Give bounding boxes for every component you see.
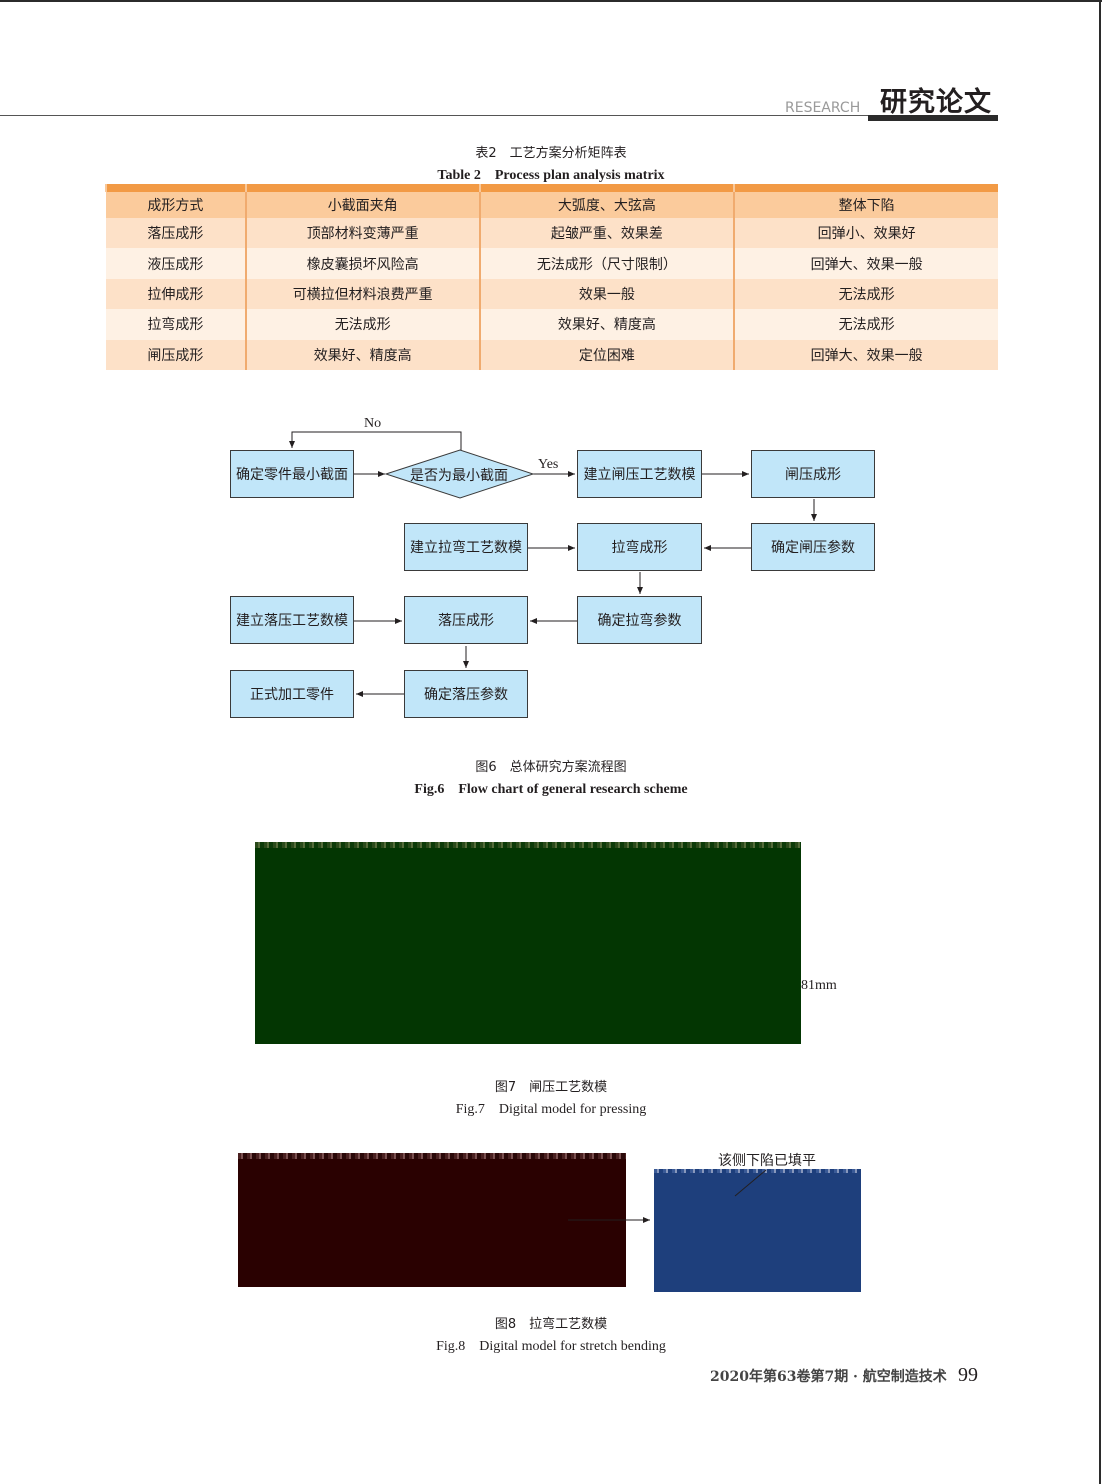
table-row: 闸压成形 效果好、精度高 定位困难 回弹大、效果一般 xyxy=(106,339,998,370)
fig7-caption-cn: 图7 闸压工艺数模 xyxy=(494,1080,608,1095)
section-label-en: RESEARCH xyxy=(785,100,861,116)
fig8-caption-cn: 图8 拉弯工艺数模 xyxy=(494,1317,608,1332)
flowchart-connectors xyxy=(289,431,817,697)
fig8-model-image-left xyxy=(238,1153,626,1287)
table-row: 落压成形 顶部材料变薄严重 起皱严重、效果差 回弹小、效果好 xyxy=(106,218,998,249)
table-cell: 效果一般 xyxy=(478,278,735,310)
table-caption-en: Table 2 Process plan analysis matrix xyxy=(437,168,665,183)
table-cell: 起皱严重、效果差 xyxy=(478,218,735,249)
flow-node-press-forming: 闸压成形 xyxy=(751,450,875,498)
flow-node-drop-forming: 落压成形 xyxy=(404,596,528,644)
table-cell: 无法成形（尺寸限制） xyxy=(478,248,735,279)
table-cell: 拉弯成形 xyxy=(106,309,246,340)
flow-node-stretch-forming: 拉弯成形 xyxy=(577,523,702,571)
column-header: 小截面夹角 xyxy=(244,192,480,218)
fig8-arrows xyxy=(568,1169,767,1223)
header-rule xyxy=(0,115,868,116)
table-cell: 无法成形 xyxy=(733,309,998,340)
column-header: 整体下陷 xyxy=(733,192,998,218)
table-row: 拉弯成形 无法成形 效果好、精度高 无法成形 xyxy=(106,309,998,340)
flow-node-stretch-params: 确定拉弯参数 xyxy=(577,596,702,644)
process-matrix-table: 成形方式 小截面夹角 大弧度、大弦高 整体下陷 落压成形 顶部材料变薄严重 起皱… xyxy=(105,184,998,370)
page-number: 99 xyxy=(958,1364,978,1386)
flow-node-press-params: 确定闸压参数 xyxy=(751,523,875,571)
table-cell: 效果好、精度高 xyxy=(244,339,480,370)
table-row: 拉伸成形 可横拉但材料浪费严重 效果一般 无法成形 xyxy=(106,278,998,310)
fig7-model-image xyxy=(255,842,801,1044)
table-cell: 可横拉但材料浪费严重 xyxy=(244,278,480,310)
table-cell: 回弹大、效果一般 xyxy=(733,248,998,279)
right-border xyxy=(1099,0,1101,1484)
fig6-caption-cn: 图6 总体研究方案流程图 xyxy=(475,760,627,775)
column-header: 成形方式 xyxy=(106,192,246,218)
table-cell: 定位困难 xyxy=(478,339,735,370)
table-cell: 无法成形 xyxy=(244,309,480,340)
header-bar xyxy=(868,115,998,121)
table-cell: 回弹大、效果一般 xyxy=(733,339,998,370)
fig8-annotation: 该侧下陷已填平 xyxy=(718,1154,816,1169)
table-cell: 液压成形 xyxy=(106,248,246,279)
table-cell: 无法成形 xyxy=(733,278,998,310)
flow-node-build-stretch-model: 建立拉弯工艺数模 xyxy=(404,523,528,571)
table-cell: 拉伸成形 xyxy=(106,278,246,310)
table-cell: 回弹小、效果好 xyxy=(733,218,998,249)
yes-label: Yes xyxy=(538,457,559,472)
table-cell: 橡皮囊损坏风险高 xyxy=(244,248,480,279)
section-label-cn: 研究论文 xyxy=(880,87,992,118)
fig6-caption-en: Fig.6 Flow chart of general research sch… xyxy=(414,782,688,797)
table-cell: 落压成形 xyxy=(106,218,246,249)
flow-node-drop-params: 确定落压参数 xyxy=(404,670,528,718)
no-label: No xyxy=(364,416,382,431)
flow-arrow-decision-no-loop xyxy=(289,431,462,450)
flow-node-min-section: 确定零件最小截面 xyxy=(230,450,354,498)
fig7-dimension-label: 81mm xyxy=(801,978,837,993)
decision-label: 是否为最小截面 xyxy=(410,469,508,484)
column-header: 大弧度、大弦高 xyxy=(478,192,735,218)
table-top-band xyxy=(105,184,998,192)
top-border xyxy=(0,0,1102,2)
flow-node-final-machining: 正式加工零件 xyxy=(230,670,354,718)
fig7-caption-en: Fig.7 Digital model for pressing xyxy=(455,1102,647,1117)
journal-footer: 2020年第63卷第7期 · 航空制造技术 xyxy=(710,1369,947,1385)
table-cell: 闸压成形 xyxy=(106,339,246,370)
table-header-row: 成形方式 小截面夹角 大弧度、大弦高 整体下陷 xyxy=(106,192,998,218)
decision-diamond xyxy=(384,449,535,499)
flow-node-build-drop-model: 建立落压工艺数模 xyxy=(230,596,354,644)
table-caption-cn: 表2 工艺方案分析矩阵表 xyxy=(475,146,627,161)
table-row: 液压成形 橡皮囊损坏风险高 无法成形（尺寸限制） 回弹大、效果一般 xyxy=(106,248,998,279)
fig8-model-image-right xyxy=(654,1169,861,1292)
fig8-caption-en: Fig.8 Digital model for stretch bending xyxy=(436,1339,666,1354)
flow-node-build-press-model: 建立闸压工艺数模 xyxy=(577,450,702,498)
table-cell: 顶部材料变薄严重 xyxy=(244,218,480,249)
table-cell: 效果好、精度高 xyxy=(478,309,735,340)
